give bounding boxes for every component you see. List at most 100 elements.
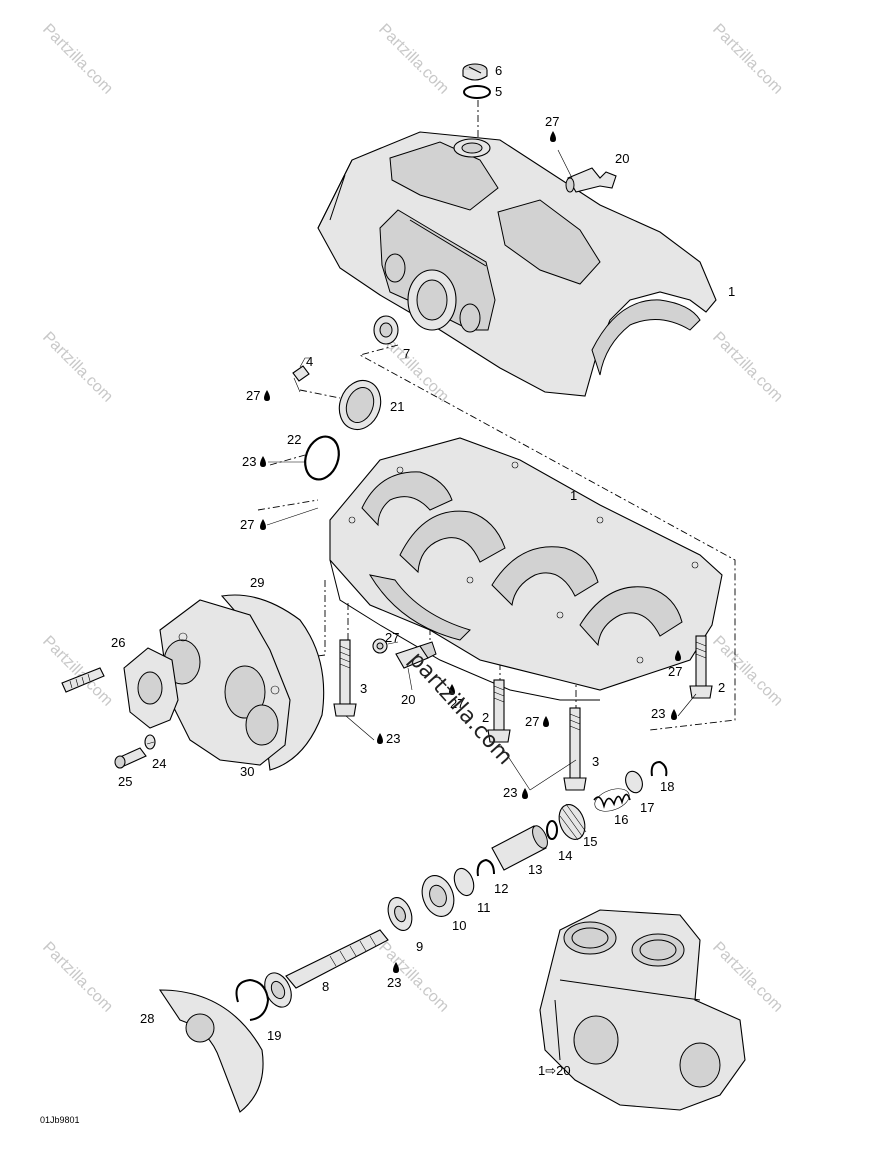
drop-icon xyxy=(260,456,266,467)
stud xyxy=(61,667,105,693)
spacer-washer xyxy=(453,867,475,897)
callout-23: 23 xyxy=(387,975,401,990)
gasket xyxy=(123,647,179,729)
callout-1-to-20: 1⇨20 xyxy=(538,1063,571,1078)
callout-15: 15 xyxy=(583,834,597,849)
callout-21: 21 xyxy=(390,399,404,414)
callout-22: 22 xyxy=(287,432,301,447)
drive-gear xyxy=(558,803,587,841)
callout-19: 19 xyxy=(267,1028,281,1043)
callout-27: 27 xyxy=(246,388,260,403)
drop-icon xyxy=(393,962,399,973)
callout-2: 2 xyxy=(482,710,489,725)
plug xyxy=(372,638,388,654)
callout-27: 27 xyxy=(240,517,254,532)
callout-23: 23 xyxy=(386,731,400,746)
watermark: Partzilla.com xyxy=(375,21,452,98)
callout-25: 25 xyxy=(118,774,132,789)
o-ring-large xyxy=(304,435,340,481)
sleeve xyxy=(491,825,548,871)
o-ring xyxy=(463,85,491,99)
watermark: Partzilla.com xyxy=(709,329,786,406)
bearing-seal xyxy=(387,897,413,931)
breather-fitting xyxy=(565,167,617,193)
drop-icon xyxy=(671,709,677,720)
drop-icon xyxy=(449,684,455,695)
callout-2: 2 xyxy=(718,680,725,695)
callout-7: 7 xyxy=(403,346,410,361)
callout-10: 10 xyxy=(452,918,466,933)
watermark: Partzilla.com xyxy=(709,21,786,98)
callout-20: 20 xyxy=(401,692,415,707)
callout-9: 9 xyxy=(416,939,423,954)
crankcase-bolt-long xyxy=(563,707,587,791)
drop-icon xyxy=(264,390,270,401)
snap-ring xyxy=(476,858,495,877)
callout-labels: 6 5 27 20 1 7 4 27 21 22 23 1 27 29 26 2… xyxy=(111,63,735,1078)
cover-bolt xyxy=(114,747,147,769)
callout-23: 23 xyxy=(242,454,256,469)
drop-icon xyxy=(675,650,681,661)
callout-16: 16 xyxy=(614,812,628,827)
drop-icon xyxy=(543,716,549,727)
callout-1: 1 xyxy=(728,284,735,299)
retaining-clip xyxy=(650,760,668,777)
callout-24: 24 xyxy=(152,756,166,771)
callout-8: 8 xyxy=(322,979,329,994)
callout-13: 13 xyxy=(528,862,542,877)
drop-icon xyxy=(522,788,528,799)
large-seal xyxy=(338,379,382,431)
drop-icon xyxy=(377,733,383,744)
callout-28: 28 xyxy=(140,1011,154,1026)
rotary-valve-shaft xyxy=(285,929,389,989)
callout-26: 26 xyxy=(111,635,125,650)
lower-crankcase xyxy=(329,437,723,701)
crank-seal xyxy=(373,315,399,345)
upper-crankcase xyxy=(317,131,717,397)
spring xyxy=(593,788,631,812)
dowel-sleeve xyxy=(292,365,310,382)
callout-3: 3 xyxy=(592,754,599,769)
diagram-code: 01Jb9801 xyxy=(40,1115,80,1125)
rotary-valve-disc xyxy=(158,989,264,1113)
thread-locker-symbols xyxy=(260,131,681,973)
oil-cap xyxy=(462,63,488,81)
callout-27: 27 xyxy=(385,630,399,645)
crankcase-bolt xyxy=(689,635,713,699)
thrust-washer xyxy=(546,820,558,840)
callout-27: 27 xyxy=(668,664,682,679)
callout-30: 30 xyxy=(240,764,254,779)
callout-18: 18 xyxy=(660,779,674,794)
callout-23: 23 xyxy=(503,785,517,800)
callout-23: 23 xyxy=(651,706,665,721)
callout-20: 20 xyxy=(615,151,629,166)
callout-29: 29 xyxy=(250,575,264,590)
leader-lines xyxy=(146,149,697,791)
cup-washer xyxy=(625,770,643,794)
callout-4: 4 xyxy=(306,354,313,369)
watermark: Partzilla.com xyxy=(39,329,116,406)
callout-12: 12 xyxy=(494,881,508,896)
callout-1: 1 xyxy=(570,488,577,503)
callout-5: 5 xyxy=(495,84,502,99)
temperature-sensor xyxy=(395,641,437,669)
drop-icon xyxy=(260,519,266,530)
callout-11: 11 xyxy=(477,900,491,915)
washer xyxy=(144,734,156,750)
circlip xyxy=(235,978,270,1021)
drop-icon xyxy=(550,131,556,142)
rotary-valve-cover xyxy=(159,594,325,771)
callout-27: 27 xyxy=(545,114,559,129)
assembled-engine-inset xyxy=(539,909,746,1111)
watermark: Partzilla.com xyxy=(39,939,116,1016)
callout-17: 17 xyxy=(640,800,654,815)
callout-3: 3 xyxy=(360,681,367,696)
watermark: Partzilla.com xyxy=(39,21,116,98)
watermark: Partzilla.com xyxy=(39,633,116,710)
crankcase-bolt-long xyxy=(333,639,357,717)
watermark: Partzilla.com xyxy=(709,633,786,710)
callout-27: 27 xyxy=(450,696,464,711)
callout-6: 6 xyxy=(495,63,502,78)
callout-14: 14 xyxy=(558,848,572,863)
